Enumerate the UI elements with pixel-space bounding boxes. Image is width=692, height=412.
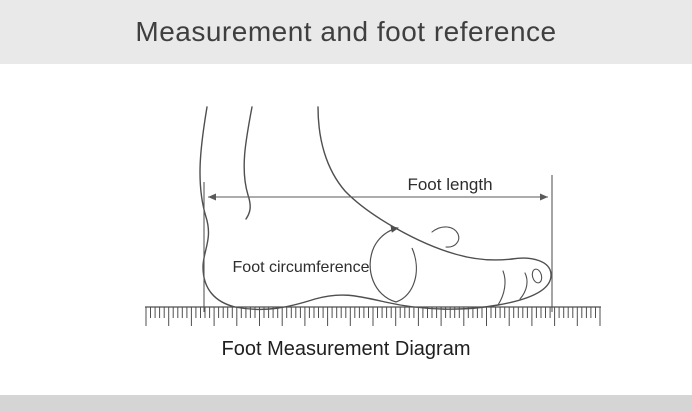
page-title: Measurement and foot reference — [135, 16, 557, 47]
circumference-arrow — [369, 225, 417, 303]
ruler — [145, 306, 601, 326]
foot-measurement-diagram: Foot length Foot circumference — [145, 106, 601, 326]
ruler-ticks — [145, 307, 601, 326]
measurement-lines — [203, 175, 553, 312]
foot-length-label: Foot length — [407, 175, 492, 194]
footer-bar — [0, 395, 692, 412]
foot-circumference-label: Foot circumference — [233, 259, 370, 276]
foot-outline — [199, 106, 552, 311]
header-banner: Measurement and foot reference — [0, 0, 692, 64]
diagram-caption: Foot Measurement Diagram — [221, 338, 471, 360]
